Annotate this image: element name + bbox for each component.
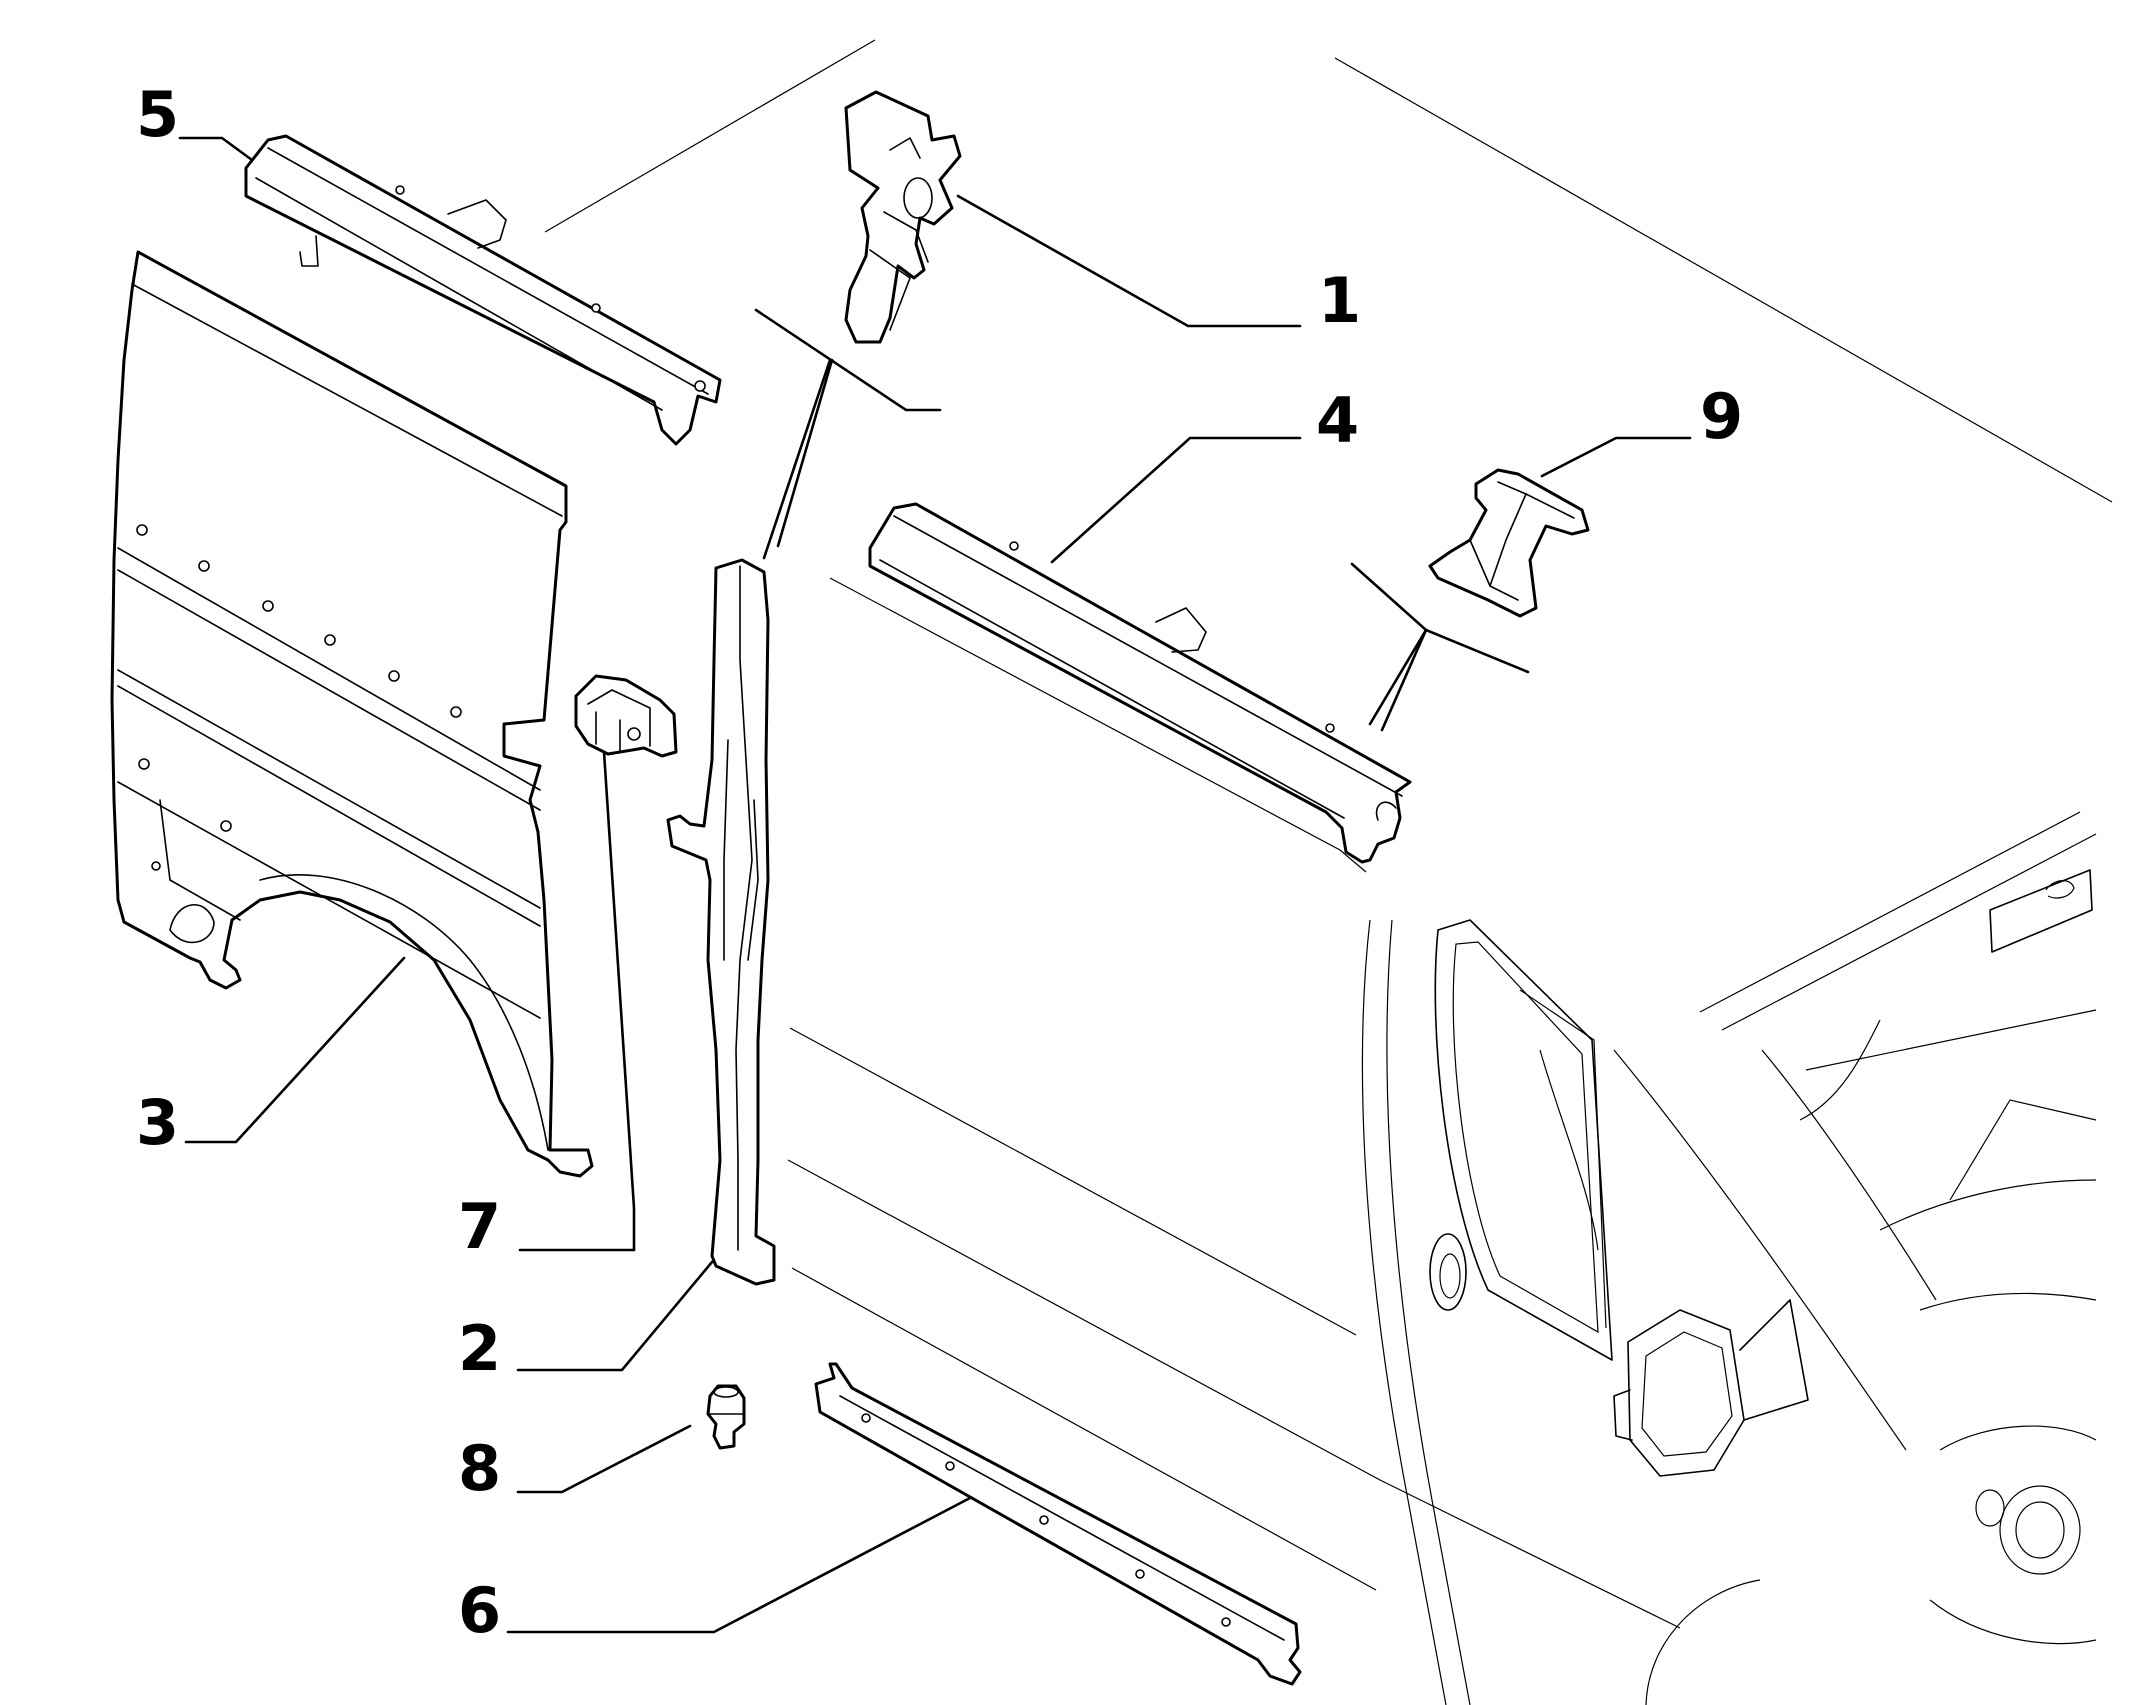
part-9-small-bracket (1428, 468, 1590, 618)
callout-7: 7 (458, 1190, 501, 1263)
part-2-b-pillar (666, 558, 776, 1286)
headlight-icon (1929, 1425, 2097, 1645)
part-5-upper-rear-rail (244, 134, 722, 446)
callout-6: 6 (458, 1574, 501, 1647)
door-handle-icon (1429, 1233, 1467, 1311)
roof-badge-icon (1989, 869, 2093, 953)
van-body-outline (544, 39, 2113, 1705)
part-1-latch (844, 90, 962, 344)
callout-labels: 5 1 4 9 3 7 2 8 6 (136, 78, 1743, 1647)
part-7-bracket (574, 674, 678, 758)
part-3-rear-side-panel (110, 250, 594, 1178)
part-6-sill-rail (814, 1362, 1302, 1686)
callout-1: 1 (1318, 264, 1361, 337)
callout-3: 3 (136, 1086, 179, 1159)
callout-4: 4 (1316, 384, 1359, 457)
mirror-icon (1613, 1299, 1809, 1477)
part-4-upper-door-rail (868, 502, 1412, 864)
callout-8: 8 (458, 1432, 501, 1505)
callout-5: 5 (136, 78, 179, 151)
leader-lines (178, 136, 1692, 1634)
callout-9: 9 (1700, 380, 1743, 453)
part-8-pin (706, 1384, 746, 1450)
callout-2: 2 (458, 1312, 501, 1385)
